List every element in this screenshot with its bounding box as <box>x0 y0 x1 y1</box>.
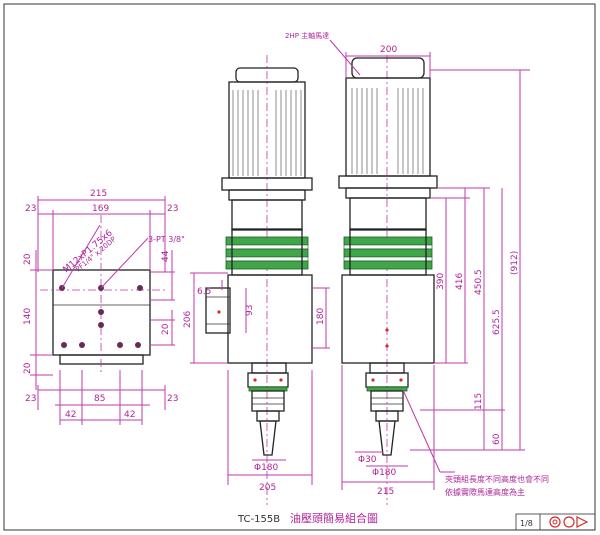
front-dim-416: 416 <box>455 273 465 290</box>
drawing-border <box>3 3 596 531</box>
side-dim-180: 180 <box>316 308 326 325</box>
motor-note: 2HP 主軸馬達 <box>285 31 329 40</box>
front-dim-390: 390 <box>436 273 446 290</box>
side-dim-6-5: 6.5 <box>197 287 211 297</box>
front-dim-115: 115 <box>474 393 484 410</box>
flange-dim-215: 215 <box>90 189 107 199</box>
flange-dim-42-left: 42 <box>65 410 76 420</box>
flange-dim-23-right: 23 <box>167 204 178 214</box>
flange-dim-20-right: 20 <box>161 323 171 335</box>
side-cylinder <box>227 274 313 364</box>
front-dim-phi30: Φ30 <box>358 455 377 465</box>
front-dim-200: 200 <box>380 45 397 55</box>
front-dim-phi180: Φ180 <box>372 468 397 478</box>
side-view: 206 6.5 93 180 Φ180 205 <box>183 55 330 505</box>
flange-dim-42-right: 42 <box>124 410 135 420</box>
model-code: TC-155B <box>237 514 280 525</box>
front-dim-60: 60 <box>492 433 502 445</box>
port-note: 3-PT 3/8" <box>148 235 185 244</box>
spindle-note-line-1: 夾頭組長度不同高度也會不同 <box>445 474 549 484</box>
drawing-title: 油壓頭簡易組合圖 <box>290 511 378 525</box>
front-dim-450-5: 450.5 <box>474 269 484 295</box>
side-dim-phi180: Φ180 <box>254 463 279 473</box>
front-dim-625-5: 625.5 <box>492 309 502 335</box>
front-motor-body <box>345 77 431 177</box>
front-dim-912: (912) <box>510 251 520 275</box>
flange-dim-140: 140 <box>23 308 33 325</box>
projection-symbol-icon <box>549 516 561 528</box>
flange-dim-23-bottom-right: 23 <box>167 394 178 404</box>
front-dim-215: 215 <box>377 487 394 497</box>
side-dim-206: 206 <box>183 311 193 328</box>
spindle-note-line-2: 依據實際馬達高度為主 <box>445 487 525 497</box>
front-cylinder <box>341 274 435 364</box>
mount-thread-note: M12xP1.75x6 <box>62 228 115 275</box>
front-motor-cap <box>351 57 425 79</box>
front-view: 200 390 416 450.5 625.5 (912) 115 60 Φ30… <box>285 31 549 505</box>
corner-box: 1/8 <box>515 513 596 531</box>
flange-view: 215 169 23 23 20 140 20 23 85 23 42 42 4… <box>23 189 185 425</box>
flange-dim-85: 85 <box>94 394 105 404</box>
flange-lower-lip <box>59 354 144 365</box>
flange-dim-20-top: 20 <box>23 253 33 265</box>
flange-dim-20-bottom: 20 <box>23 362 33 374</box>
flange-dim-169: 169 <box>92 204 109 214</box>
flange-dim-23-bottom-left: 23 <box>25 394 36 404</box>
flange-dim-23-left: 23 <box>25 204 36 214</box>
side-dim-205: 205 <box>259 483 276 493</box>
flange-dim-44: 44 <box>161 250 171 262</box>
corner-box-label: 1/8 <box>520 519 533 528</box>
side-dim-93: 93 <box>245 305 255 316</box>
